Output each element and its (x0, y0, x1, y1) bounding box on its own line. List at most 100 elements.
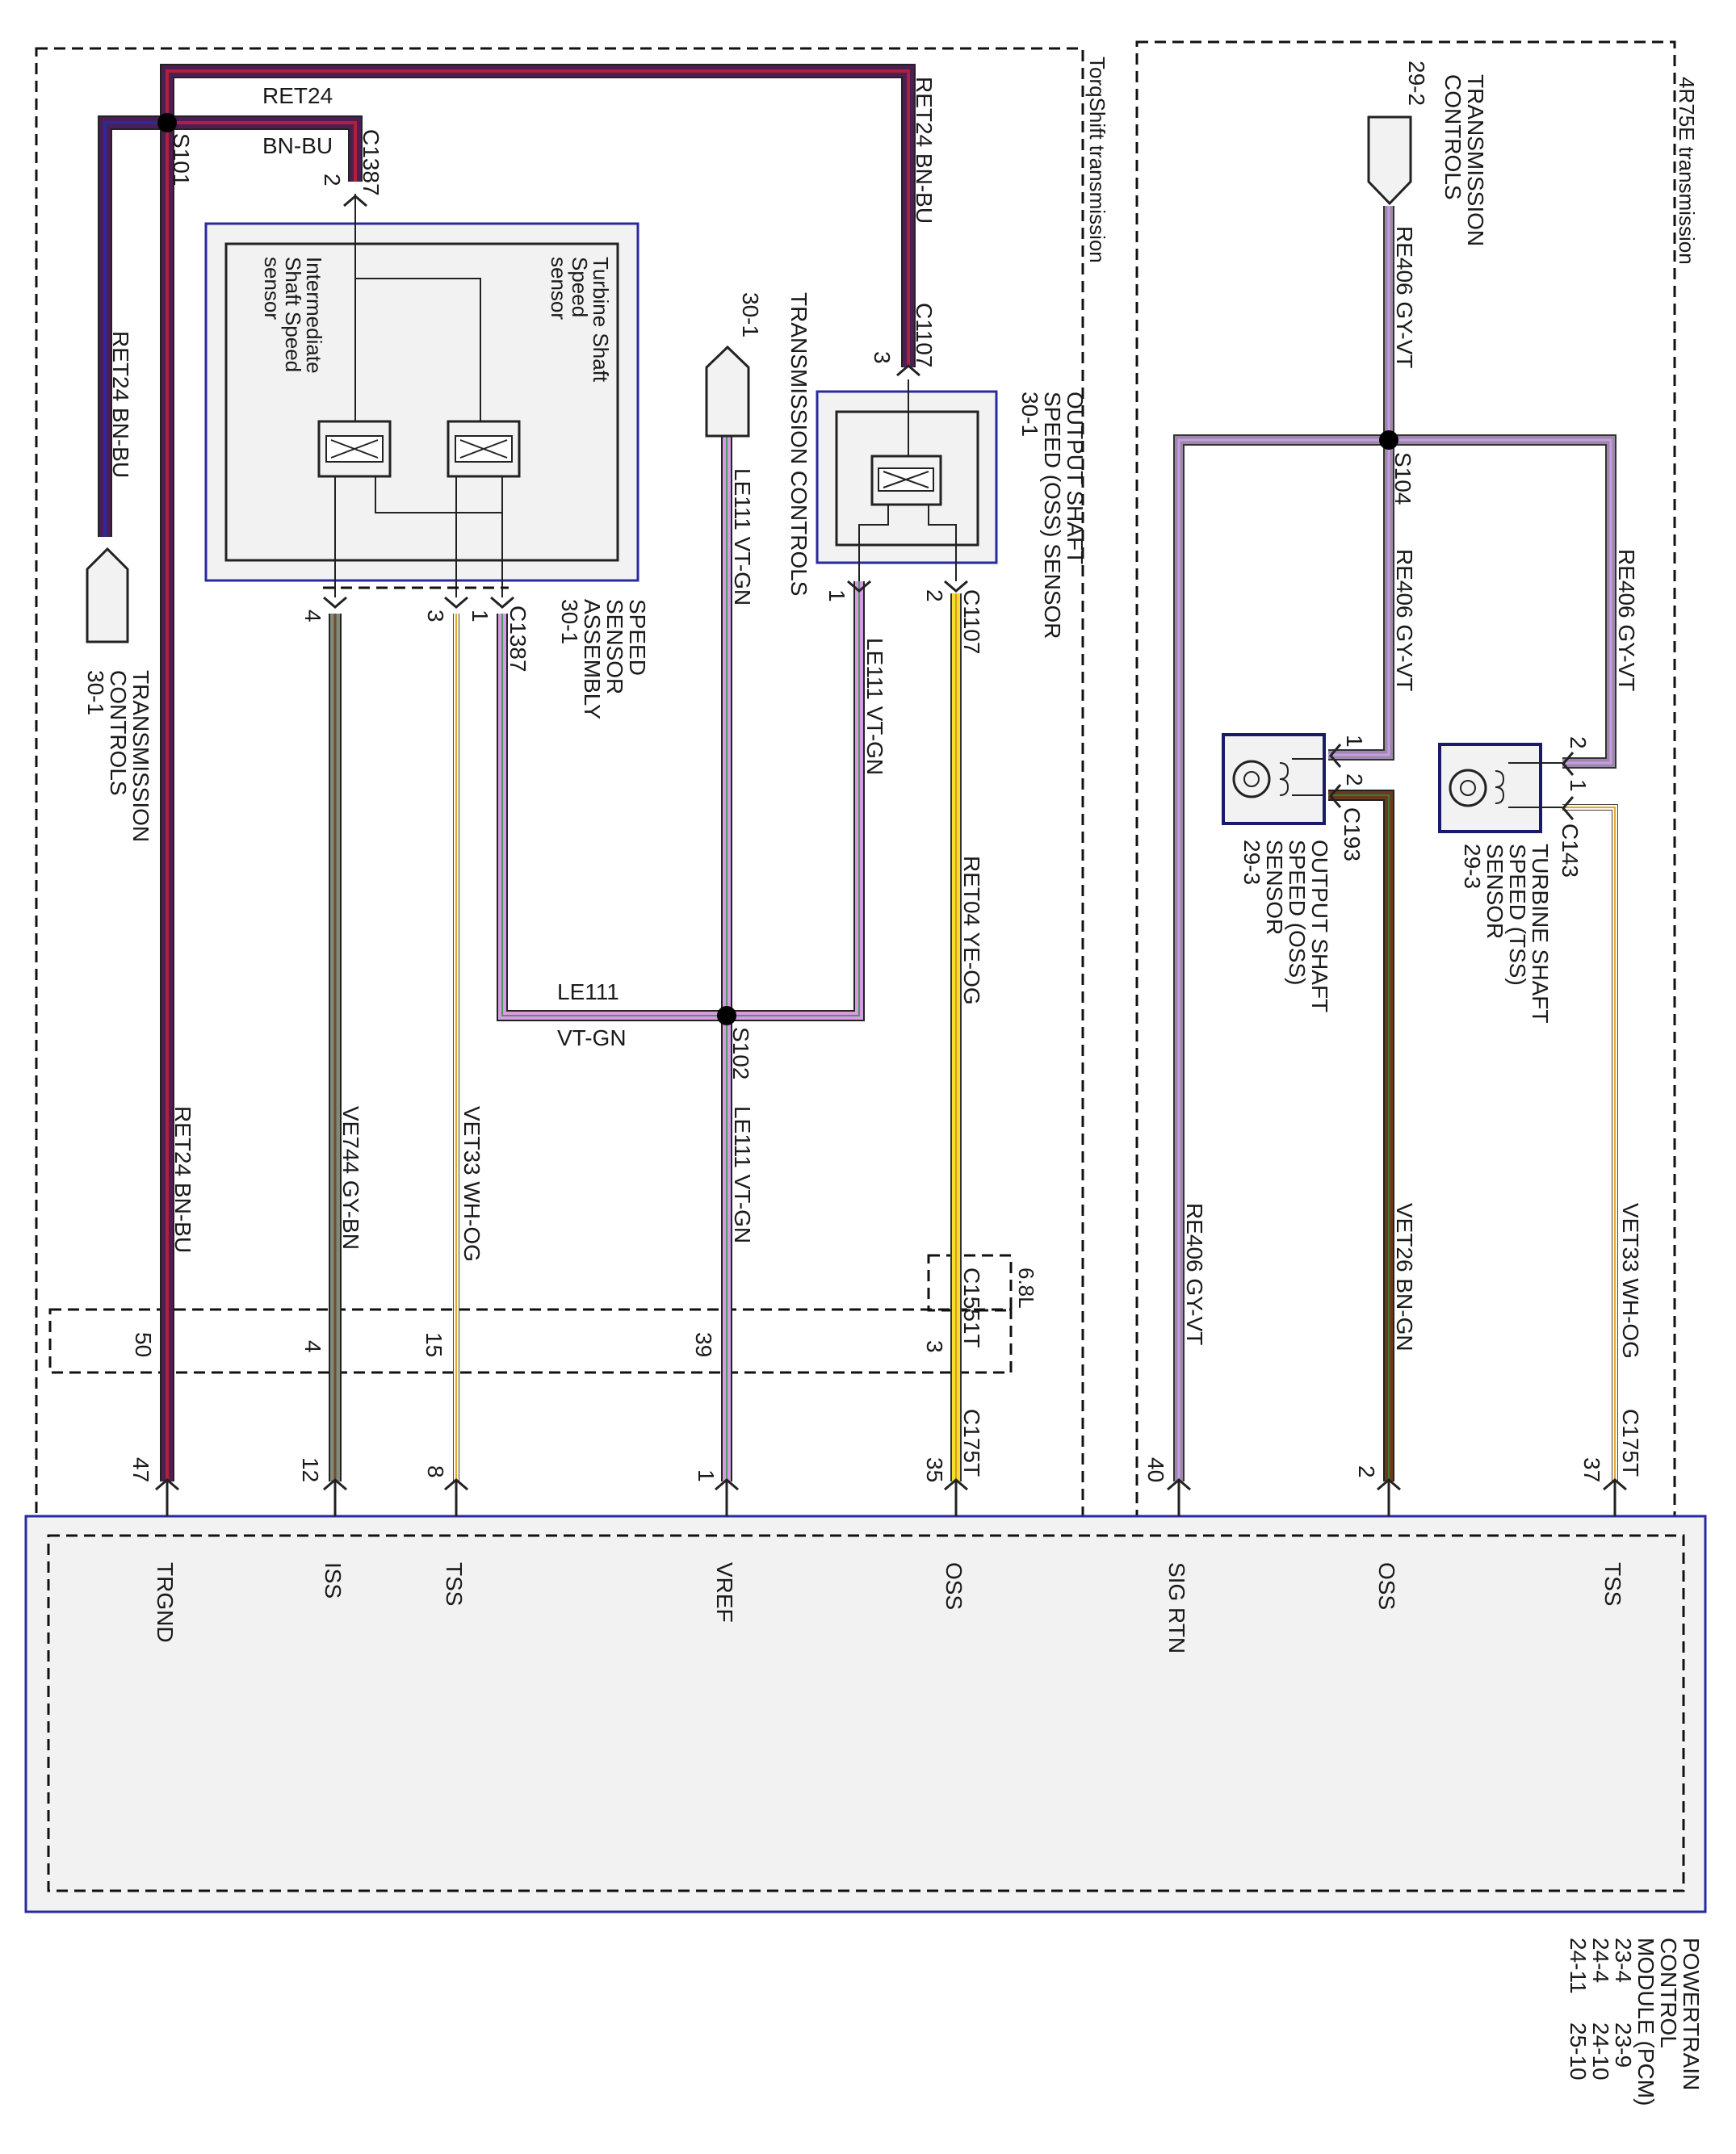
c1387-bottom-label: C1387 (505, 606, 530, 673)
svg-text:TRANSMISSION: TRANSMISSION (1463, 74, 1488, 246)
svg-text:ASSEMBLY: ASSEMBLY (580, 599, 605, 719)
pin-c175-2: 2 (1354, 1465, 1379, 1478)
svg-text:MODULE (PCM): MODULE (PCM) (1633, 1938, 1658, 2106)
tc-right-label: TRANSMISSION CONTROLS (1440, 74, 1488, 246)
svg-text:OUTPUT SHAFT: OUTPUT SHAFT (1063, 392, 1088, 564)
svg-text:Speed: Speed (568, 257, 592, 317)
svg-text:29-3: 29-3 (1460, 844, 1485, 889)
pcm-pin-iss: ISS (321, 1562, 346, 1599)
wire-label-le111-bot: LE111 VT-GN (730, 1106, 755, 1243)
svg-text:Turbine Shaft: Turbine Shaft (589, 257, 613, 383)
c1551t-label: C1551T (959, 1268, 984, 1348)
connector-chevrons (155, 195, 1627, 1516)
speed-sensor-assembly-label: SPEED SENSOR ASSEMBLY 30-1 (557, 599, 650, 719)
svg-text:23-4: 23-4 (1611, 1938, 1636, 1983)
pin-c175-40: 40 (1143, 1457, 1168, 1482)
c1387-top-label: C1387 (359, 129, 384, 196)
engine-68l-region (48, 1308, 1013, 1374)
pcm-label: POWERTRAIN CONTROL MODULE (PCM) 23-4 23-… (1566, 1938, 1704, 2106)
tc-right-connector (1367, 115, 1412, 206)
pin-c143-1: 1 (1566, 779, 1591, 792)
turbine-sensor-element (447, 420, 521, 478)
pin-c175-37: 37 (1579, 1457, 1604, 1482)
wire-bnbu-top-label: BN-BU (262, 133, 333, 158)
wire-label-re406-right: RE406 GY-VT (1614, 549, 1639, 691)
pin-sa-4: 4 (300, 610, 325, 622)
svg-text:CONTROLS: CONTROLS (106, 670, 131, 796)
wire-label-re406-s104: RE406 GY-VT (1392, 549, 1417, 691)
wire-le111-oss (727, 581, 865, 1021)
pin-c1551-4: 4 (300, 1340, 325, 1353)
wire-label-ret04: RET04 YE-OG (959, 856, 984, 1005)
wire-label-le111-h: LE111 (557, 979, 619, 1004)
c1107-bottom-label: C1107 (959, 589, 984, 654)
oss-torq-label: OUTPUT SHAFT SPEED (OSS) SENSOR 30-1 (1017, 392, 1088, 639)
svg-text:SENSOR: SENSOR (1482, 844, 1507, 939)
tc-mid-name: TRANSMISSION CONTROLS (786, 292, 811, 596)
tss-4r-label: TURBINE SHAFT SPEED (TSS) SENSOR 29-3 (1460, 844, 1553, 1023)
pcm-pin-sig-rtn: SIG RTN (1164, 1562, 1189, 1653)
pin-oss-2: 2 (922, 589, 947, 602)
region-torqshift-label: TorqShift transmission (1085, 57, 1109, 263)
pin-c1551-39: 39 (691, 1332, 716, 1357)
svg-text:25-10: 25-10 (1566, 2022, 1591, 2081)
splice-s101 (157, 113, 177, 132)
svg-text:30-1: 30-1 (83, 670, 108, 715)
wire-label-re406-top: RE406 GY-VT (1392, 226, 1417, 368)
svg-text:24-11: 24-11 (1566, 1938, 1591, 1994)
pin-c175-8: 8 (423, 1465, 448, 1478)
svg-text:SENSOR: SENSOR (602, 599, 627, 694)
c1107-top-pin: 3 (870, 351, 895, 364)
oss-4r-label: OUTPUT SHAFT SPEED (OSS) SENSOR 29-3 (1239, 840, 1332, 1012)
wire-label-ret24-c1107: RET24 BN-BU (912, 77, 937, 224)
c1107-top-label: C1107 (912, 303, 937, 367)
region-4r75e-label: 4R75E transmission (1675, 77, 1699, 265)
svg-text:SPEED (OSS): SPEED (OSS) (1285, 840, 1310, 985)
s104-label: S104 (1390, 452, 1415, 505)
c175t-left-label: C175T (959, 1409, 984, 1477)
wire-label-le111-mid: LE111 VT-GN (730, 468, 755, 606)
svg-text:24-10: 24-10 (1588, 2022, 1613, 2081)
wire-label-vet33-right: VET33 WH-OG (1618, 1203, 1643, 1359)
pcm-module (24, 1515, 1707, 1913)
wire-re406-c193 (1328, 440, 1394, 761)
svg-text:TURBINE SHAFT: TURBINE SHAFT (1528, 844, 1553, 1023)
s102-label: S102 (728, 1027, 753, 1079)
intermediate-inner-label: Intermediate Shaft Speed sensor (260, 257, 326, 374)
c1387-top-pin: 2 (320, 174, 345, 186)
oss-4r-sensor (1222, 733, 1326, 825)
c143-label: C143 (1558, 823, 1583, 878)
wire-label-vet33-left: VET33 WH-OG (459, 1106, 484, 1262)
c1551t-box (927, 1254, 1013, 1312)
pin-c175-12: 12 (298, 1457, 323, 1482)
pcm-pin-tss-right: TSS (1600, 1562, 1625, 1606)
pin-c175-1: 1 (694, 1469, 719, 1482)
c175t-right-label: C175T (1618, 1409, 1643, 1477)
svg-text:CONTROLS: CONTROLS (1440, 74, 1466, 200)
wire-vet26 (1328, 790, 1394, 1481)
wire-label-vtgn-h: VT-GN (557, 1025, 627, 1050)
svg-text:SPEED (TSS): SPEED (TSS) (1505, 844, 1530, 986)
svg-text:23-9: 23-9 (1611, 2022, 1636, 2068)
pin-sa-1: 1 (468, 610, 493, 622)
svg-text:CONTROL: CONTROL (1656, 1938, 1681, 2048)
svg-text:SPEED (OSS) SENSOR: SPEED (OSS) SENSOR (1040, 392, 1065, 639)
pin-c193-2: 2 (1342, 773, 1367, 786)
svg-text:TRANSMISSION: TRANSMISSION (128, 670, 153, 842)
tc-left-label: TRANSMISSION CONTROLS 30-1 (83, 670, 153, 842)
4r75e-region (1135, 40, 1676, 1862)
pin-c175-35: 35 (922, 1457, 947, 1482)
svg-text:Shaft Speed: Shaft Speed (281, 257, 305, 372)
splice-s104 (1379, 430, 1398, 450)
pcm-pin-oss-left: OSS (941, 1562, 967, 1610)
pcm-pin-tss-left: TSS (442, 1562, 467, 1606)
tss-4r-sensor (1438, 743, 1562, 833)
svg-text:OUTPUT SHAFT: OUTPUT SHAFT (1307, 840, 1332, 1012)
pcm-pin-oss-right: OSS (1374, 1562, 1399, 1610)
wire-label-vet26: VET26 BN-GN (1392, 1203, 1417, 1351)
intermediate-sensor-element (317, 420, 392, 478)
pin-c193-1: 1 (1342, 735, 1367, 748)
pin-c143-2: 2 (1566, 736, 1591, 749)
s101-label: S101 (169, 133, 194, 186)
c193-label: C193 (1340, 807, 1365, 861)
